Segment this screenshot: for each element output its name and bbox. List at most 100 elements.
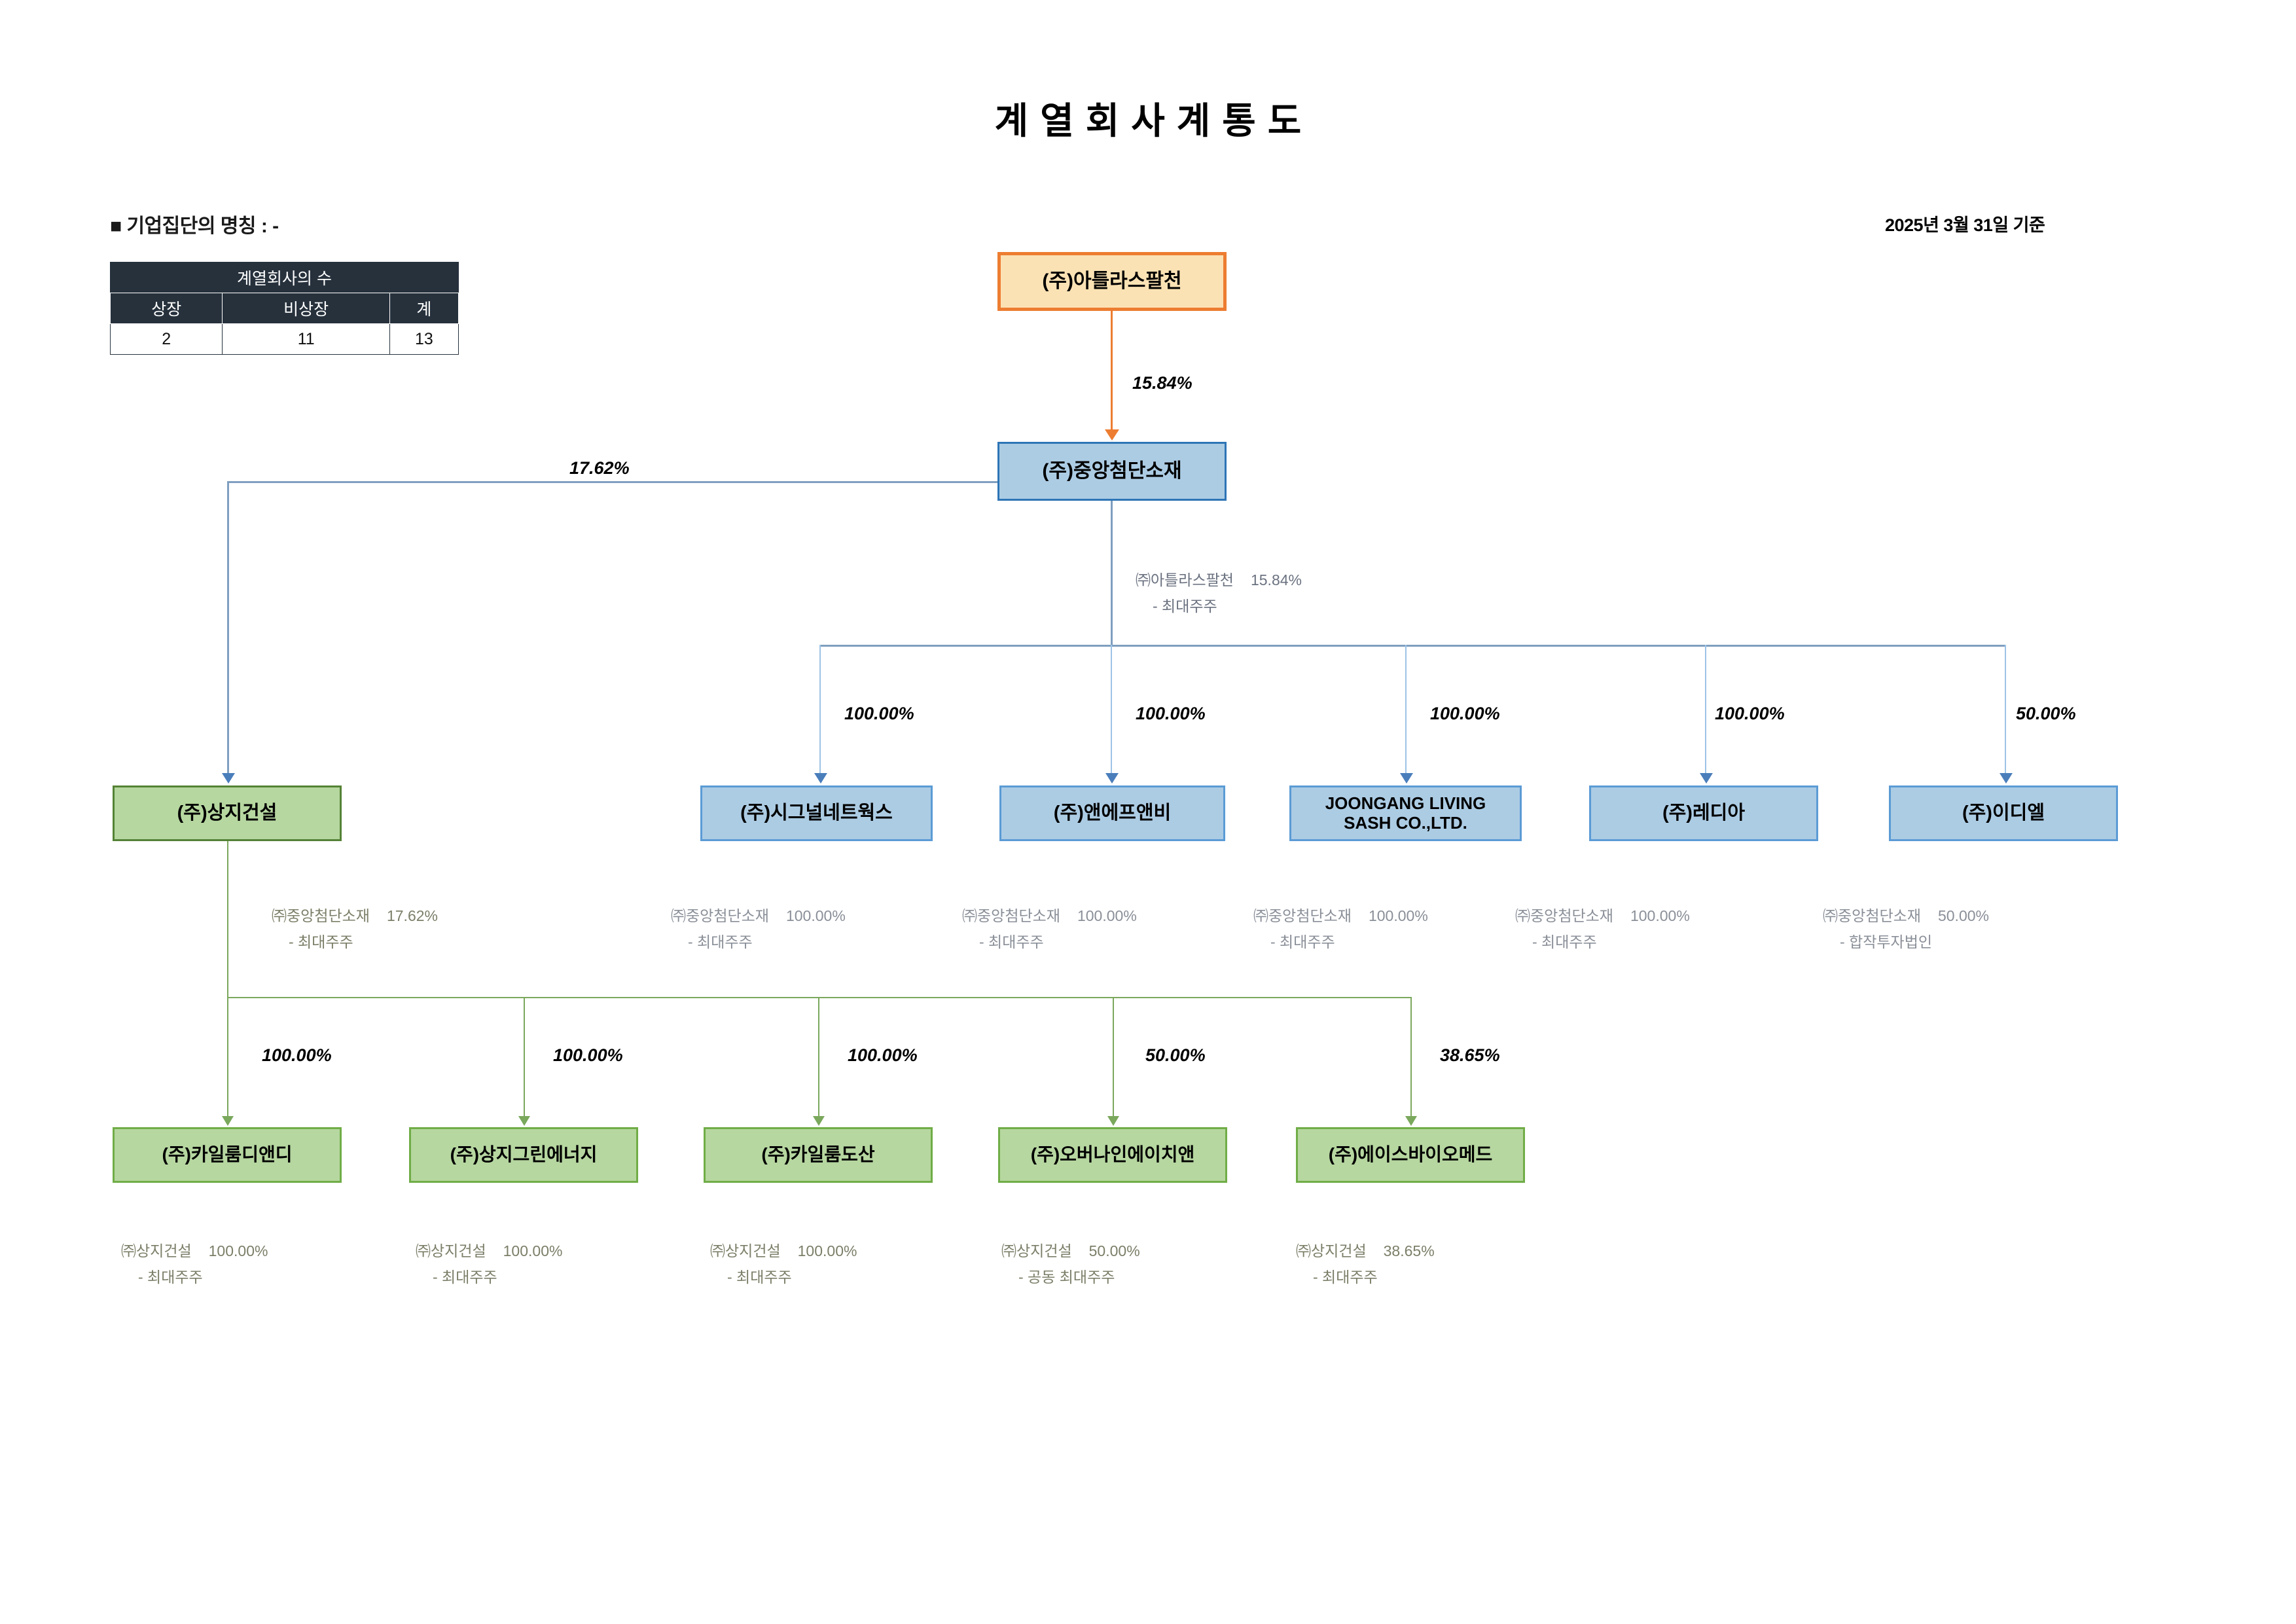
note-holder: ㈜상지건설 bbox=[1001, 1242, 1072, 1259]
note-pct: 15.84% bbox=[1250, 571, 1302, 588]
arrowhead-root-to-jungang bbox=[1105, 429, 1119, 441]
edge-drop-signal bbox=[819, 645, 821, 776]
edge-jungang-to-sangji-horizontal bbox=[227, 481, 997, 483]
node-joongang-living-sash[interactable]: JOONGANG LIVING SASH CO.,LTD. bbox=[1289, 785, 1522, 841]
edge-drop-kailum-dosan bbox=[818, 997, 819, 1118]
arrowhead-kailum-dnd bbox=[222, 1116, 234, 1126]
node-edl[interactable]: (주)이디엘 bbox=[1889, 785, 2118, 841]
note-pct: 100.00% bbox=[503, 1242, 563, 1259]
note-pct: 38.65% bbox=[1383, 1242, 1435, 1259]
note-pct: 17.62% bbox=[386, 907, 438, 924]
node-ace-biomed[interactable]: (주)에이스바이오메드 bbox=[1296, 1127, 1525, 1183]
node-kailum-dosan[interactable]: (주)카일룸도산 bbox=[704, 1127, 933, 1183]
edge-drop-kailum-dnd bbox=[227, 997, 228, 1118]
note-holder: ㈜상지건설 bbox=[121, 1242, 192, 1259]
note-role: - 최대주주 bbox=[289, 933, 353, 950]
note-holder: ㈜상지건설 bbox=[710, 1242, 781, 1259]
note-pct: 100.00% bbox=[1077, 907, 1137, 924]
note-holder: ㈜중앙첨단소재 bbox=[1823, 907, 1921, 924]
edge-jungang-bus-drop bbox=[1111, 501, 1113, 646]
note-role: - 공동 최대주주 bbox=[1018, 1269, 1115, 1286]
edge-label-edl: 50.00% bbox=[2016, 704, 2076, 723]
note-role: - 최대주주 bbox=[688, 933, 753, 950]
note-holder: ㈜중앙첨단소재 bbox=[1515, 907, 1613, 924]
edge-label-ledia: 100.00% bbox=[1715, 704, 1785, 723]
node-joongang-living-line1: JOONGANG LIVING bbox=[1325, 793, 1486, 813]
node-ledia[interactable]: (주)레디아 bbox=[1589, 785, 1818, 841]
edge-label-root-to-jungang: 15.84% bbox=[1132, 373, 1193, 393]
edge-drop-edl bbox=[2005, 645, 2006, 776]
edge-label-nfnb: 100.00% bbox=[1136, 704, 1206, 723]
node-sangji-green-energy[interactable]: (주)상지그린에너지 bbox=[409, 1127, 638, 1183]
edge-label-signal: 100.00% bbox=[844, 704, 914, 723]
note-role: - 최대주주 bbox=[433, 1269, 497, 1286]
note-holder: ㈜중앙첨단소재 bbox=[272, 907, 370, 924]
table-caption: 계열회사의 수 bbox=[110, 262, 459, 293]
table-header-total: 계 bbox=[389, 293, 459, 324]
edge-sangji-bus-drop bbox=[227, 841, 228, 998]
node-overnine-hn[interactable]: (주)오버나인에이치앤 bbox=[998, 1127, 1227, 1183]
edge-drop-overnine bbox=[1113, 997, 1114, 1118]
note-role: - 최대주주 bbox=[1153, 598, 1217, 615]
note-pct: 100.00% bbox=[785, 907, 846, 924]
node-kailum-dnd[interactable]: (주)카일룸디앤디 bbox=[113, 1127, 342, 1183]
note-sangji: ㈜중앙첨단소재 17.62% - 최대주주 bbox=[272, 909, 438, 950]
note-ledia: ㈜중앙첨단소재 100.00% - 최대주주 bbox=[1515, 909, 1690, 950]
note-role: - 최대주주 bbox=[1270, 933, 1335, 950]
note-ace-biomed: ㈜상지건설 38.65% - 최대주주 bbox=[1296, 1244, 1435, 1285]
note-kailum-dosan: ㈜상지건설 100.00% - 최대주주 bbox=[710, 1244, 857, 1285]
node-joongang-living-line2: SASH CO.,LTD. bbox=[1344, 812, 1467, 833]
as-of-date: 2025년 3월 31일 기준 bbox=[1885, 215, 2045, 235]
arrowhead-sangji bbox=[222, 773, 235, 784]
note-pct: 100.00% bbox=[208, 1242, 268, 1259]
edge-label-kailum-dnd: 100.00% bbox=[262, 1045, 332, 1065]
node-nf-and-b[interactable]: (주)앤에프앤비 bbox=[999, 785, 1225, 841]
note-overnine: ㈜상지건설 50.00% - 공동 최대주주 bbox=[1001, 1244, 1140, 1285]
note-role: - 최대주주 bbox=[1532, 933, 1597, 950]
edge-drop-nfnb bbox=[1111, 645, 1112, 776]
note-kailum-dnd: ㈜상지건설 100.00% - 최대주주 bbox=[121, 1244, 268, 1285]
note-holder: ㈜중앙첨단소재 bbox=[1253, 907, 1352, 924]
note-holder: ㈜중앙첨단소재 bbox=[671, 907, 769, 924]
edge-jungang-to-sangji-vertical bbox=[227, 481, 229, 776]
table-header-listed: 상장 bbox=[109, 293, 223, 324]
note-pct: 100.00% bbox=[1368, 907, 1428, 924]
affiliate-count-table: 계열회사의 수 상장 비상장 계 2 11 13 bbox=[109, 262, 459, 355]
edge-label-jungang-to-sangji: 17.62% bbox=[569, 458, 630, 478]
note-holder: ㈜중앙첨단소재 bbox=[962, 907, 1060, 924]
edge-drop-joongang-living bbox=[1405, 645, 1407, 776]
note-pct: 100.00% bbox=[797, 1242, 857, 1259]
note-sangji-green-energy: ㈜상지건설 100.00% - 최대주주 bbox=[416, 1244, 562, 1285]
node-atlas-palcheon[interactable]: (주)아틀라스팔천 bbox=[997, 252, 1227, 311]
edge-label-kailum-dosan: 100.00% bbox=[848, 1045, 918, 1065]
node-jungang-advanced-materials[interactable]: (주)중앙첨단소재 bbox=[997, 442, 1227, 501]
note-role: - 최대주주 bbox=[1313, 1269, 1378, 1286]
edge-label-overnine: 50.00% bbox=[1145, 1045, 1206, 1065]
node-signal-networks[interactable]: (주)시그널네트웍스 bbox=[700, 785, 933, 841]
arrowhead-ace-biomed bbox=[1405, 1116, 1417, 1126]
table-cell-listed: 2 bbox=[109, 323, 223, 355]
note-pct: 50.00% bbox=[1937, 907, 1989, 924]
edge-label-joongang-living: 100.00% bbox=[1430, 704, 1500, 723]
page-title: 계열회사계통도 bbox=[994, 100, 1314, 141]
note-role: - 최대주주 bbox=[138, 1269, 203, 1286]
node-sangji-construction[interactable]: (주)상지건설 bbox=[113, 785, 342, 841]
note-role: - 최대주주 bbox=[727, 1269, 792, 1286]
edge-label-sangji-green-energy: 100.00% bbox=[553, 1045, 623, 1065]
arrowhead-sangji-green-energy bbox=[518, 1116, 530, 1126]
note-holder: ㈜상지건설 bbox=[1296, 1242, 1367, 1259]
note-holder: ㈜상지건설 bbox=[416, 1242, 486, 1259]
arrowhead-overnine bbox=[1107, 1116, 1119, 1126]
note-pct: 50.00% bbox=[1088, 1242, 1140, 1259]
arrowhead-ledia bbox=[1700, 773, 1713, 784]
arrowhead-signal bbox=[814, 773, 827, 784]
note-holder: ㈜아틀라스팔천 bbox=[1136, 571, 1234, 588]
edge-label-ace-biomed: 38.65% bbox=[1440, 1045, 1500, 1065]
note-role: - 최대주주 bbox=[979, 933, 1044, 950]
edge-drop-sangji-green-energy bbox=[524, 997, 525, 1118]
note-nfnb: ㈜중앙첨단소재 100.00% - 최대주주 bbox=[962, 909, 1137, 950]
table-cell-unlisted: 11 bbox=[222, 323, 390, 355]
note-pct: 100.00% bbox=[1630, 907, 1690, 924]
